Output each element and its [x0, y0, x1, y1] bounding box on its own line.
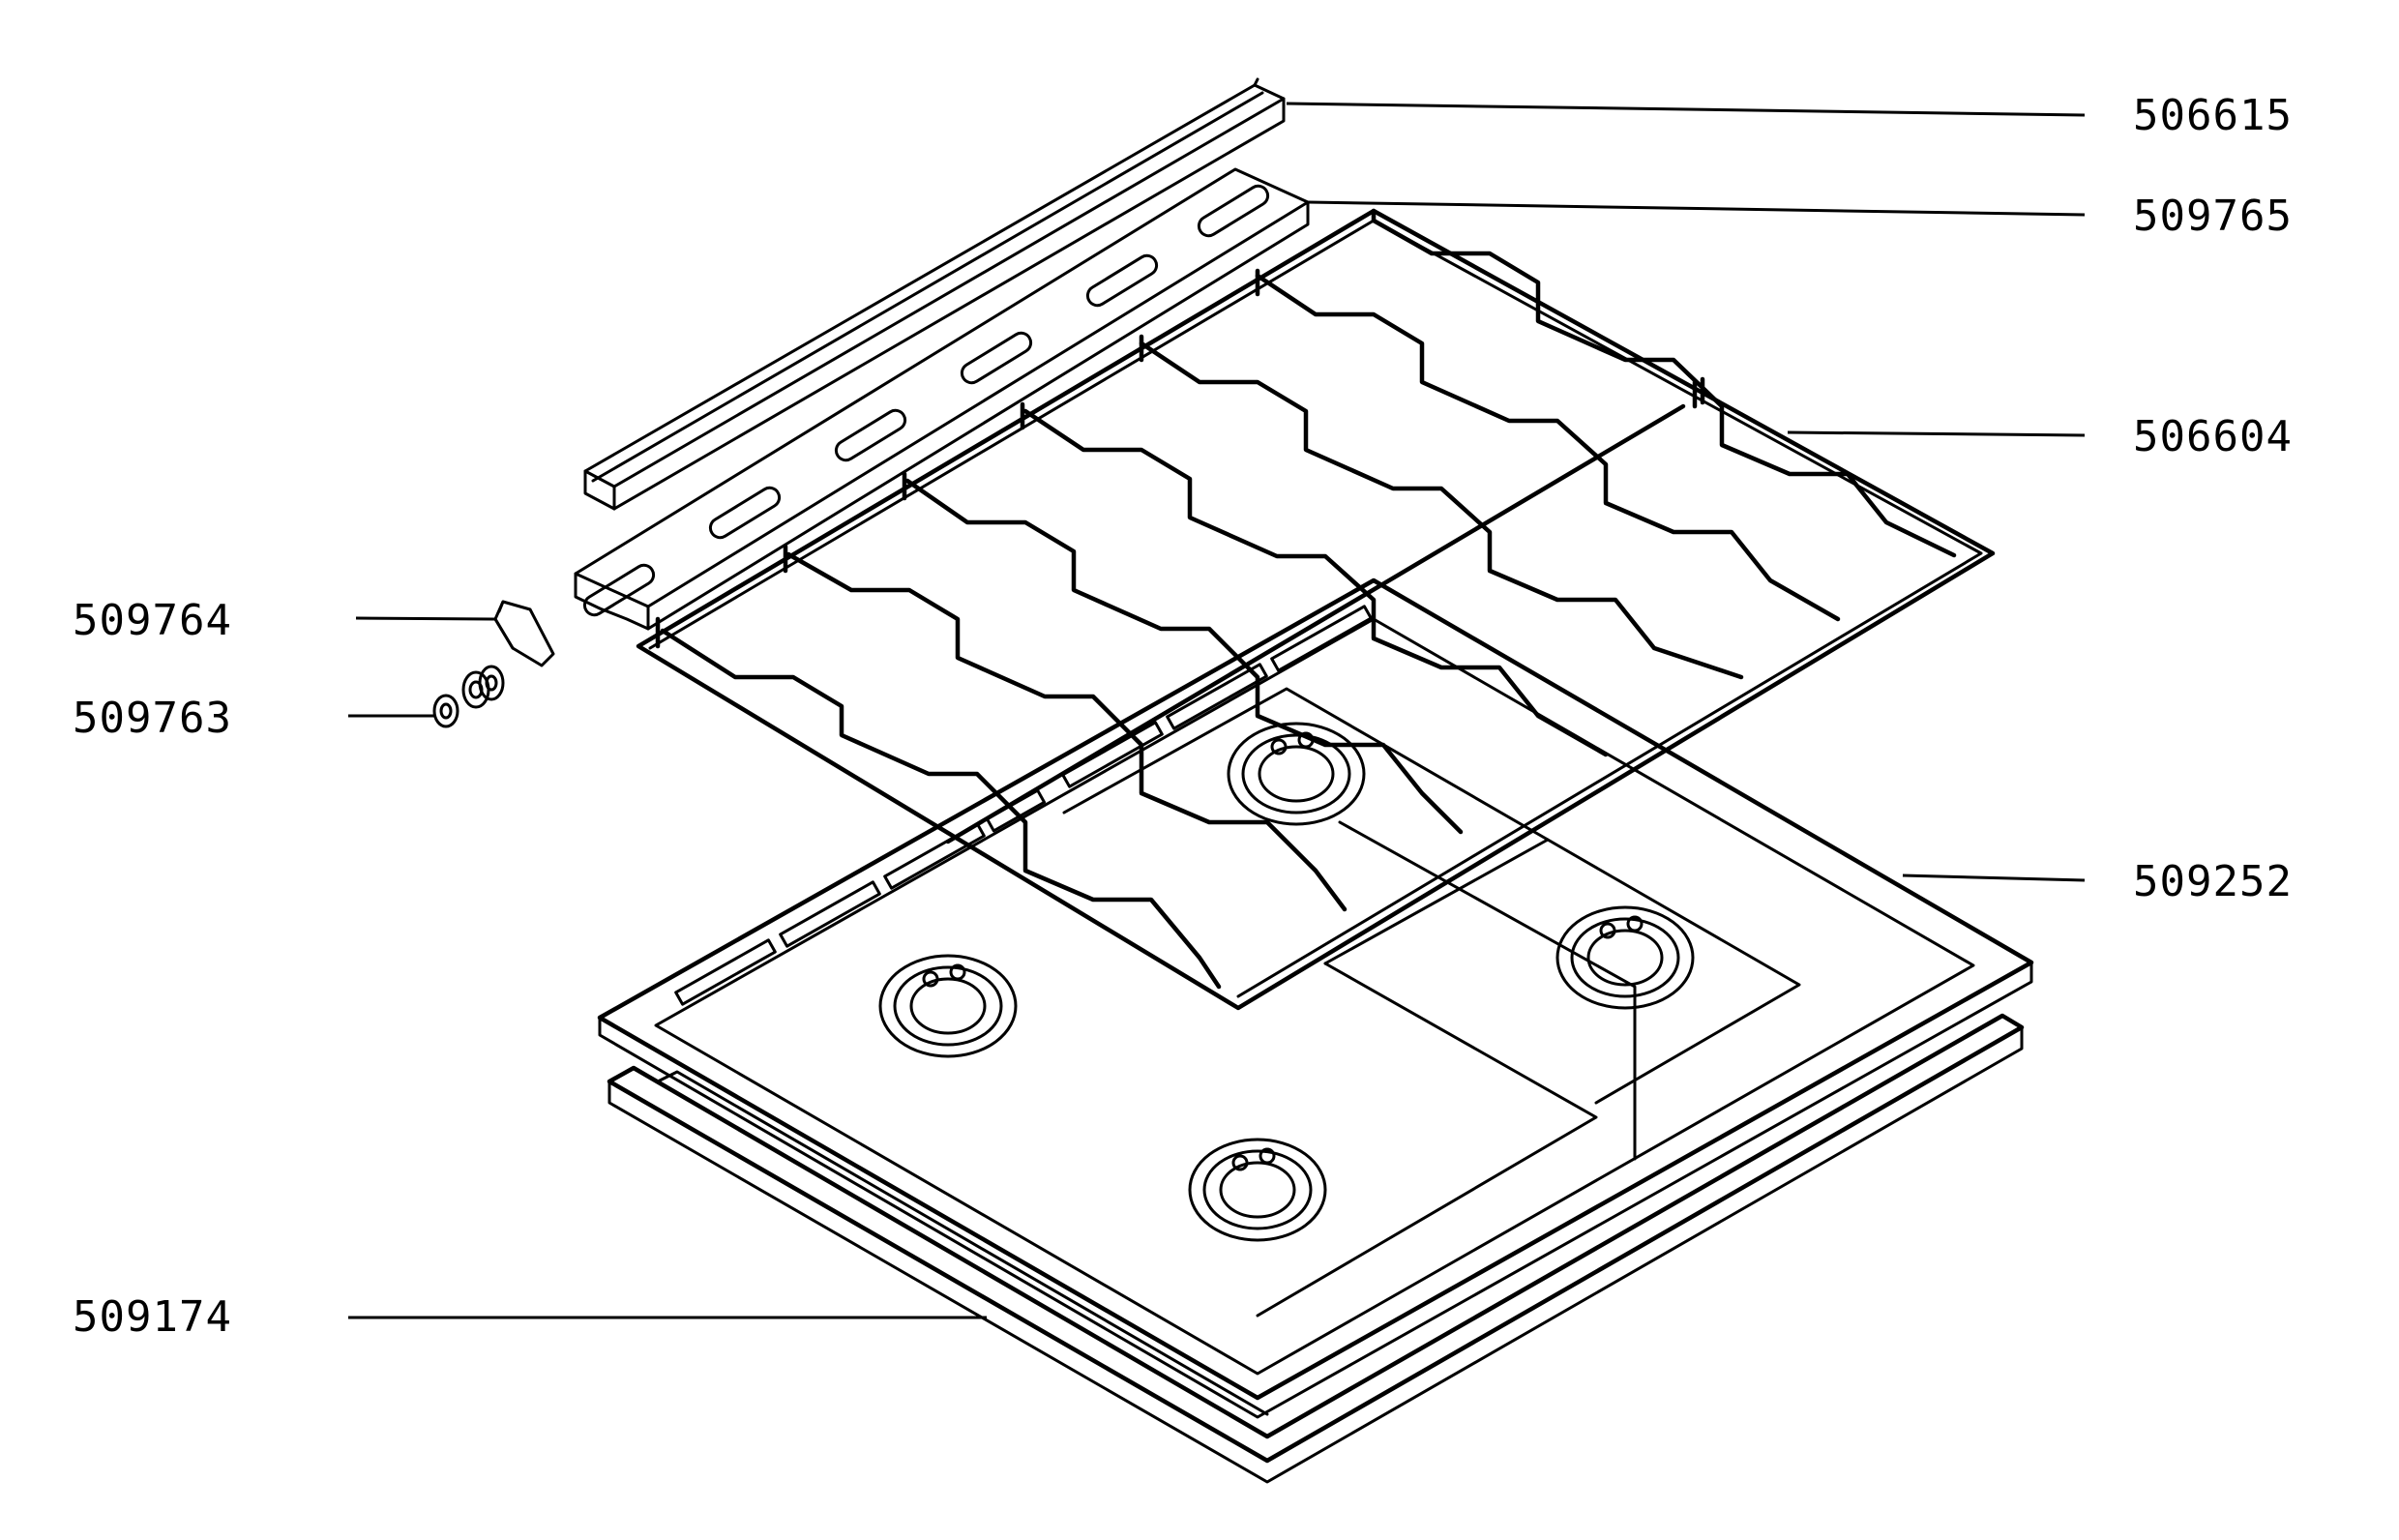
label-509252: 509252 [2133, 857, 2293, 906]
plate-vent-slots [674, 605, 1373, 1006]
part-labels: 506615 509765 506604 509764 509763 50925… [73, 91, 2293, 1342]
leader-509765 [1307, 200, 2086, 217]
burner-rear-left [878, 954, 1018, 1058]
label-509764: 509764 [73, 596, 232, 645]
label-509763: 509763 [73, 694, 232, 743]
burner-front-left [1188, 1138, 1327, 1242]
leader-506615 [1286, 102, 2086, 117]
part-506615-trim-strip [583, 77, 1286, 511]
part-506604-pan-support [636, 208, 1996, 1011]
leader-509252 [1902, 874, 2086, 882]
strip-slots [582, 184, 1270, 617]
part-509252-hob-plate [597, 578, 2034, 1419]
part-509765-slotted-strip [574, 167, 1310, 631]
burner-rear-right [1227, 722, 1366, 826]
label-509174: 509174 [73, 1292, 232, 1342]
leader-509764 [355, 616, 496, 621]
leader-lines [348, 102, 2086, 1319]
label-509765: 509765 [2133, 192, 2293, 241]
leader-506604 [1787, 430, 2086, 437]
label-506604: 506604 [2133, 412, 2293, 461]
part-509764-clip [493, 600, 555, 667]
part-509174-gasket [607, 1013, 2025, 1484]
part-509763-washers [432, 665, 505, 728]
label-506615: 506615 [2133, 91, 2293, 140]
burner-front-right [1555, 905, 1695, 1010]
